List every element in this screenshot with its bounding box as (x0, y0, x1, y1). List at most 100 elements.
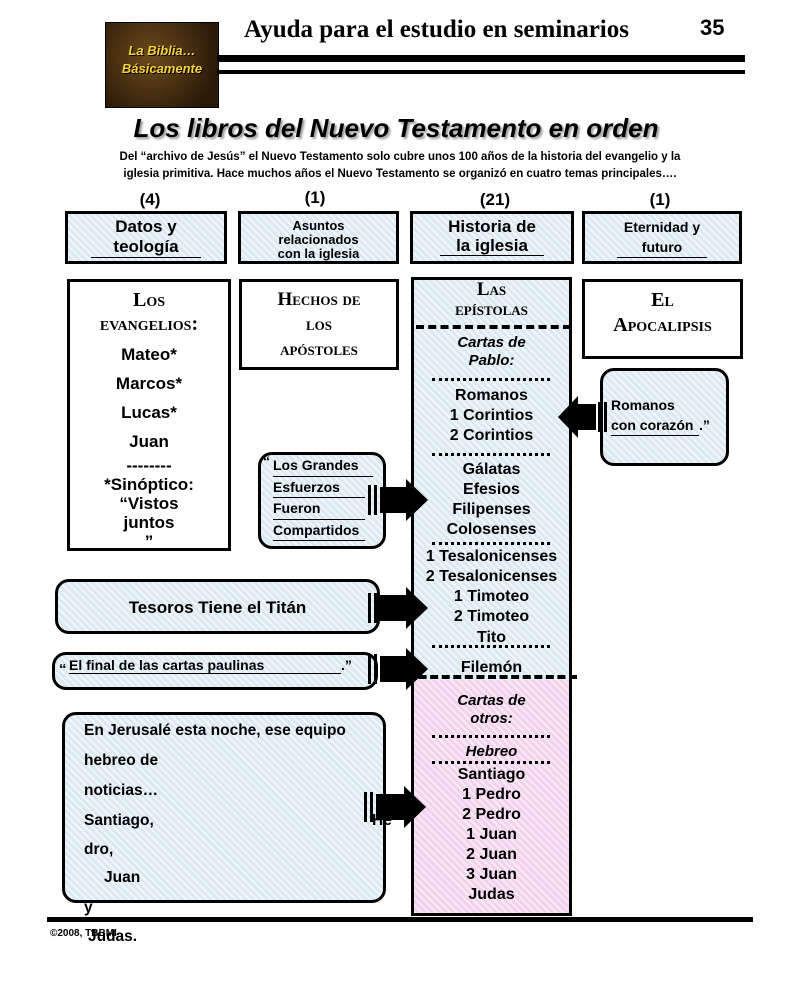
book-item: Santiago (457, 766, 526, 783)
category-historia-iglesia: Historia de la iglesia (410, 211, 574, 264)
mnemonic-grandes-text: Los Grandes Esfuerzos Fueron Compartidos (273, 455, 373, 541)
gospels-box: Los evangelios: Mateo* Marcos* Lucas* Ju… (67, 279, 231, 551)
revelation-heading: El Apocalipsis (585, 288, 740, 338)
gospel-book: Mateo* (121, 345, 177, 364)
pauline-label-line-2: Pablo: (468, 352, 515, 369)
category-4-line-1: Eternidad y (623, 219, 701, 235)
book-item: 1 Juan (466, 826, 517, 843)
book-item: Gálatas (462, 461, 521, 478)
book-hebreo: Hebreo (465, 743, 518, 760)
mnemonic-romanos-box: Romanos con corazón.” (600, 368, 729, 466)
book-item: 2 Corintios (449, 427, 534, 444)
mnemonic-grandes-line: Fueron (273, 498, 365, 520)
gospels-note-1: *Sinóptico: (104, 475, 194, 494)
mnemonic-grandes-line: Esfuerzos (273, 477, 365, 498)
mnemonic-final-box: “ El final de las cartas paulinas.” (52, 652, 378, 690)
mnemonic-final-label: El final de las cartas paulinas (69, 657, 341, 674)
mnemonic-grandes-line: Los Grandes (273, 455, 373, 477)
book-item: 1 Timoteo (453, 588, 530, 605)
mnemonic-romanos-text: Romanos con corazón.” (611, 395, 710, 436)
category-4-line-2: futuro (617, 237, 707, 258)
mnemonic-grandes-line: Compartidos (273, 520, 365, 541)
mnemonic-jerusalen-line: y (84, 899, 93, 916)
epistles-heading-line-1: Las (476, 279, 507, 300)
gospels-list: Mateo* Marcos* Lucas* Juan (70, 340, 228, 456)
intro-line-2: iglesia primitiva. Hace muchos años el N… (123, 168, 677, 180)
dotted-rule (432, 735, 550, 738)
book-item: 1 Tesalonicenses (425, 548, 558, 565)
others-label-line-1: Cartas de (457, 692, 526, 709)
category-asuntos-iglesia: Asuntos relacionados con la iglesia (238, 211, 399, 264)
mnemonic-jerusalen-line: Juan (104, 869, 141, 886)
gospels-note: -------- *Sinóptico: “Vistos juntos ” (70, 456, 228, 551)
category-3-line-2: la iglesia (440, 236, 544, 256)
mnemonic-tesoros-text: Tesoros Tiene el Titán (128, 598, 307, 617)
book-item: Efesios (463, 481, 520, 498)
book-item: 1 Corintios (449, 407, 534, 424)
dotted-rule (432, 453, 550, 456)
gospel-book: Marcos* (115, 374, 183, 393)
header-title: Ayuda para el estudio en seminarios (244, 16, 629, 43)
gospels-separator: -------- (126, 456, 172, 475)
mnemonic-jerusalen-line: Santiago, (84, 812, 154, 829)
book-item: 1 Pedro (462, 786, 521, 803)
gospel-book: Lucas* (121, 403, 177, 422)
mnemonic-tesoros-box: Tesoros Tiene el Titán (55, 579, 380, 634)
acts-line-3: apóstoles (280, 339, 358, 360)
arrow-left-icon (558, 396, 607, 438)
epistles-heading-line-2: epístolas (455, 299, 528, 320)
mnemonic-romanos-quote: .” (699, 417, 710, 433)
epistles-heading-rule (416, 325, 571, 329)
dotted-rule (432, 378, 550, 381)
epistles-divider (407, 675, 577, 679)
book-item: 2 Pedro (462, 806, 521, 823)
book-item: 2 Juan (466, 846, 517, 863)
revelation-line-1: El (651, 289, 674, 311)
category-2-line-1: Asuntos (292, 218, 345, 233)
count-1: (4) (139, 190, 161, 209)
logo-line-1: La Biblia… (128, 43, 196, 58)
arrow-right-icon (368, 648, 428, 690)
page-number: 35 (700, 15, 725, 40)
category-1-line-2: teología (91, 237, 201, 258)
acts-line-2: los (305, 314, 332, 335)
book-item: 3 Juan (466, 866, 517, 883)
category-2-line-2: relacionados (278, 232, 359, 247)
mnemonic-jerusalen-line: hebreo de (84, 752, 159, 769)
mnemonic-final-close: .” (341, 657, 352, 673)
gospels-note-3: juntos (123, 513, 175, 532)
mnemonic-final-open: “ (59, 661, 67, 678)
mnemonic-jerusalen-line: Judas. (88, 928, 138, 945)
book-item: 2 Tesalonicenses (425, 568, 558, 585)
category-1-line-1: Datos y (115, 217, 177, 236)
mnemonic-jerusalen-box (62, 712, 386, 903)
gospels-heading: Los evangelios: (70, 288, 228, 336)
gospel-book: Juan (129, 432, 169, 451)
footer-rule (47, 917, 753, 922)
intro-text: Del “archivo de Jesús” el Nuevo Testamen… (55, 149, 745, 183)
pauline-group-2: Gálatas Efesios Filipenses Colosenses (411, 460, 572, 540)
acts-box: Hechos de los apóstoles (239, 279, 399, 370)
acts-heading: Hechos de los apóstoles (242, 287, 396, 362)
count-2: (1) (304, 188, 326, 207)
logo-line-2: Básicamente (121, 61, 203, 76)
dotted-rule (432, 645, 550, 648)
mnemonic-jerusalen-line: dro, (84, 841, 114, 858)
intro-line-1: Del “archivo de Jesús” el Nuevo Testamen… (119, 151, 681, 163)
category-2-line-3: con la iglesia (277, 246, 360, 261)
main-title: Los libros del Nuevo Testamento en orden (133, 113, 659, 143)
mnemonic-final-text: El final de las cartas paulinas.” (69, 657, 352, 674)
header-rule-top (217, 55, 745, 62)
count-3: (21) (479, 190, 511, 209)
acts-line-1: Hechos de (277, 289, 361, 310)
mnemonic-grandes-box: “ Los Grandes Esfuerzos Fueron Compartid… (258, 452, 386, 549)
dotted-rule (432, 542, 550, 545)
book-filemon: Filemón (460, 659, 523, 676)
mnemonic-romanos-line-2: con corazón (611, 415, 699, 436)
book-item: 2 Timoteo (453, 608, 530, 625)
pauline-label: Cartas de Pablo: (414, 334, 569, 370)
arrow-right-icon (368, 587, 428, 629)
mnemonic-grandes-quote: “ (263, 453, 270, 469)
dotted-rule (432, 761, 550, 764)
pauline-label-line-1: Cartas de (457, 334, 526, 351)
